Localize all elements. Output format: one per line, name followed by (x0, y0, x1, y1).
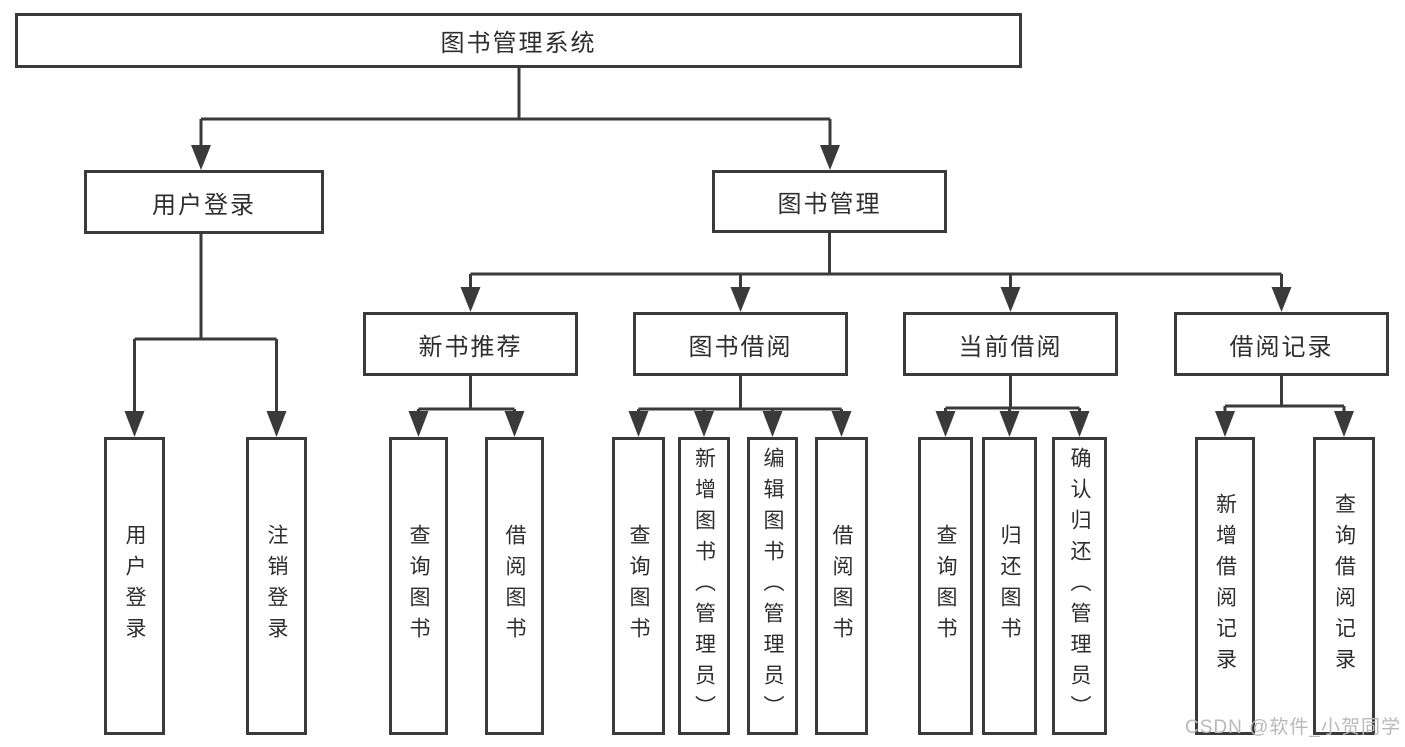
connector-root-to-level2 (199, 68, 832, 150)
leaf-label: 编辑图书（管理员） (761, 446, 784, 726)
leaf-query-borrow-record: 查询借阅记录 (1313, 437, 1375, 735)
connector-current-borrow-to-leaves (944, 376, 1081, 416)
leaf-edit-books-admin: 编辑图书（管理员） (747, 437, 798, 735)
node-label: 新书推荐 (418, 333, 523, 361)
connector-borrow-records-to-leaves (1223, 376, 1346, 416)
leaf-label: 注销登录 (265, 524, 288, 648)
leaf-label: 确认归还（管理员） (1068, 446, 1091, 726)
node-label: 当前借阅 (958, 333, 1063, 361)
leaf-query-books-current: 查询图书 (918, 437, 973, 735)
connector-user-login-to-leaves (133, 233, 278, 416)
node-book-borrow: 图书借阅 (633, 312, 848, 376)
leaf-label: 新增借阅记录 (1213, 493, 1237, 679)
node-label: 图书管理 (777, 191, 882, 218)
node-new-book-recommend: 新书推荐 (363, 312, 578, 376)
leaf-label: 用户登录 (123, 524, 146, 648)
csdn-watermark: CSDN @软件_小贺同学 (1185, 717, 1401, 738)
leaf-borrow-books: 借阅图书 (815, 437, 868, 735)
leaf-label: 新增图书（管理员） (692, 446, 716, 726)
node-label: 图书借阅 (688, 333, 793, 361)
connector-book-borrow-to-leaves (637, 376, 843, 416)
leaf-label: 查询图书 (934, 524, 957, 648)
node-library-management-system: 图书管理系统 (15, 13, 1022, 68)
leaf-label: 查询借阅记录 (1332, 493, 1356, 679)
connector-book-management-to-level3 (469, 233, 1283, 292)
leaf-add-books-admin: 新增图书（管理员） (678, 437, 730, 735)
leaf-confirm-return-admin: 确认归还（管理员） (1052, 437, 1107, 735)
leaf-label: 归还图书 (998, 524, 1021, 648)
node-label: 用户登录 (152, 191, 256, 219)
node-user-login: 用户登录 (84, 170, 324, 234)
leaf-borrow-books-recommend: 借阅图书 (485, 437, 544, 735)
leaf-label: 借阅图书 (830, 524, 853, 648)
leaf-logout: 注销登录 (246, 437, 307, 735)
node-borrow-records: 借阅记录 (1174, 312, 1389, 376)
leaf-add-borrow-record: 新增借阅记录 (1195, 437, 1255, 735)
leaf-label: 借阅图书 (503, 524, 526, 648)
node-current-borrow: 当前借阅 (903, 312, 1118, 376)
node-label: 借阅记录 (1229, 333, 1334, 361)
leaf-label: 查询图书 (407, 524, 430, 648)
leaf-query-books-borrow: 查询图书 (612, 437, 665, 735)
node-label: 图书管理系统 (440, 30, 597, 57)
connector-new-book-rec-to-leaves (417, 376, 516, 416)
leaf-query-books-recommend: 查询图书 (389, 437, 448, 735)
arrowheads (124, 145, 1354, 437)
node-book-management: 图书管理 (712, 170, 947, 233)
leaf-return-books: 归还图书 (982, 437, 1037, 735)
leaf-user-login: 用户登录 (104, 437, 165, 735)
leaf-label: 查询图书 (627, 524, 650, 648)
